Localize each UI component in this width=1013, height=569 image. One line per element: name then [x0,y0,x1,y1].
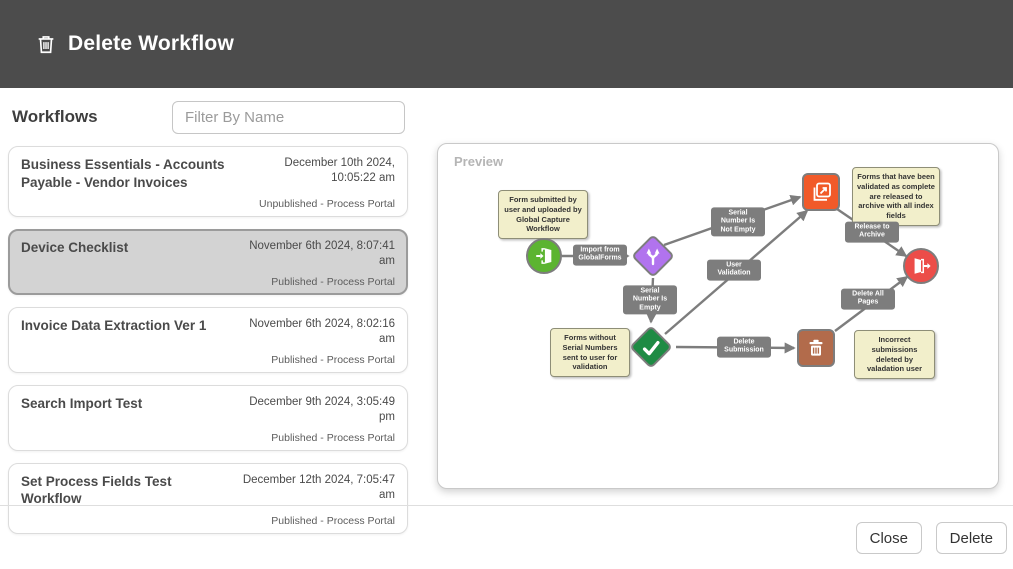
release-icon [809,180,833,204]
workflow-name: Invoice Data Extraction Ver 1 [21,317,207,333]
sticky-note: Forms without Serial Numbers sent to use… [550,328,630,377]
workflow-date: November 6th 2024, 8:07:41 am [249,240,395,268]
branch-node [631,234,675,278]
validate-node [629,325,673,369]
workflow-card[interactable]: Set Process Fields Test Workflow December… [8,462,408,534]
release-node [802,173,840,211]
workflow-name: Search Import Test [21,395,143,411]
workflow-date: December 9th 2024, 3:05:49 pm [249,395,395,423]
workflow-status: Published - Process Portal [271,353,395,366]
dialog-title: Delete Workflow [68,32,234,55]
dialog-header: Delete Workflow [0,0,1013,88]
close-button[interactable]: Close [855,522,922,554]
workflow-date: November 6th 2024, 8:02:16 am [249,317,395,345]
workflow-status: Published - Process Portal [271,514,395,527]
workflows-heading: Workflows [12,107,98,126]
workflow-date: December 12th 2024, 7:05:47 am [242,473,395,501]
sticky-note: Incorrect submissions deleted by valadat… [854,330,935,379]
workflow-status: Published - Process Portal [271,431,395,444]
branch-icon [637,240,668,271]
import-icon [533,245,555,267]
preview-panel: Preview Form submitted by user and uploa… [437,143,999,489]
workflow-name: Device Checklist [21,240,129,256]
workflow-name: Business Essentials - Accounts Payable -… [21,157,225,190]
footer-divider [0,505,1013,506]
workflow-status: Unpublished - Process Portal [259,198,395,211]
end-node [903,248,939,284]
trash-icon [804,336,828,360]
workflow-status: Published - Process Portal [271,275,395,288]
workflow-card[interactable]: Invoice Data Extraction Ver 1 November 6t… [8,306,408,373]
edge-label: Release to Archive [845,221,899,243]
delete-node [797,329,835,367]
edge-label: Import from GlobalForms [573,244,627,266]
workflow-card[interactable]: Search Import Test December 9th 2024, 3:0… [8,384,408,451]
workflow-card[interactable]: Device Checklist November 6th 2024, 8:07:… [8,229,408,295]
edge-label: Serial Number Is Not Empty [711,207,765,237]
check-icon [635,331,666,362]
diagram: Form submitted by user and uploaded by G… [438,144,998,488]
start-node [526,238,562,274]
filter-input[interactable] [172,101,405,134]
delete-button[interactable]: Delete [935,522,1007,554]
edge-label: Serial Number Is Empty [623,285,677,315]
edge-label: User Validation [707,259,761,281]
edge-label: Delete All Pages [841,288,895,310]
sticky-note: Forms that have been validated as comple… [852,167,940,226]
edge-label: Delete Submission [717,336,771,358]
workflow-card[interactable]: Business Essentials - Accounts Payable -… [8,146,408,218]
exit-icon [910,255,932,277]
workflow-name: Set Process Fields Test Workflow [21,473,172,507]
workflow-date: December 10th 2024, 10:05:22 am [284,157,395,184]
trash-icon [38,36,54,54]
preview-label: Preview [454,154,504,169]
workflow-list: Business Essentials - Accounts Payable -… [8,146,408,534]
sticky-note: Form submitted by user and uploaded by G… [498,190,588,239]
